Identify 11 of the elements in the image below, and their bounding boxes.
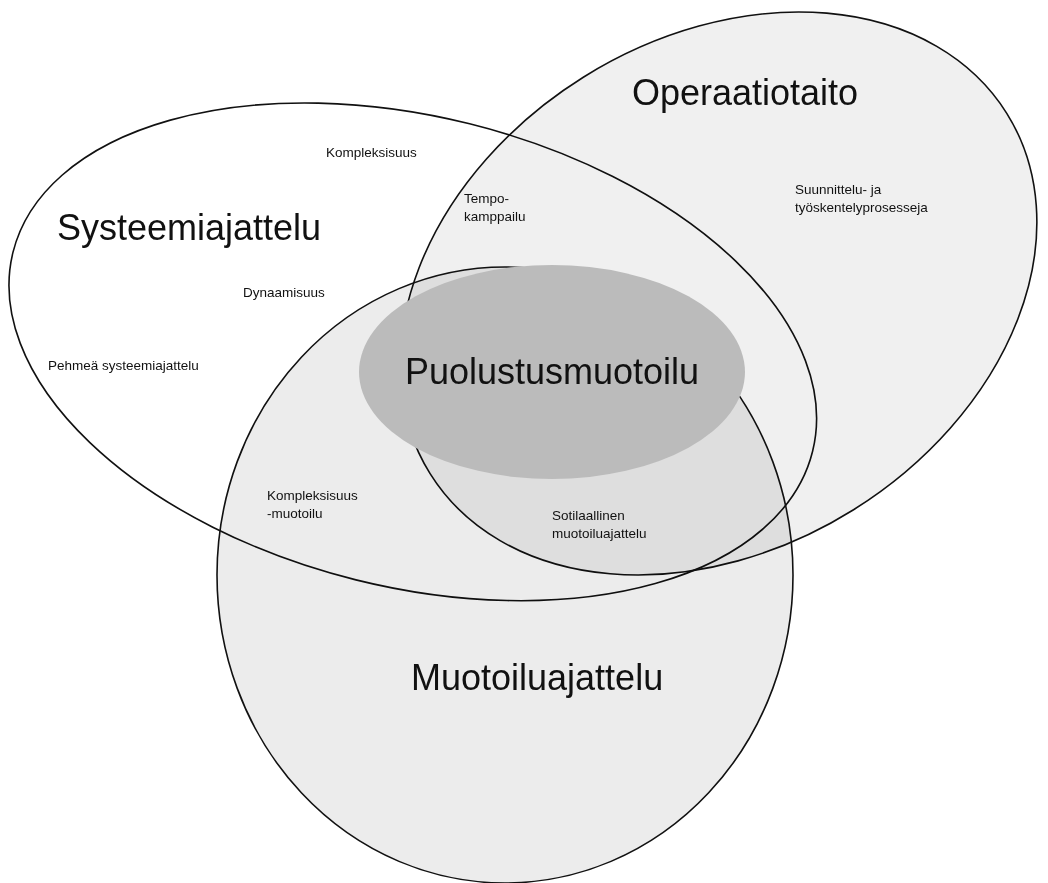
region-label: Sotilaallinen muotoiluajattelu (552, 507, 648, 543)
core-title: Puolustusmuotoilu (404, 351, 700, 393)
set-title: Operaatiotaito (632, 72, 859, 114)
region-label: Suunnittelu- ja työskentelyprosesseja (795, 181, 929, 217)
region-label: Kompleksisuus (326, 144, 418, 162)
region-label: Kompleksisuus -muotoilu (267, 487, 359, 523)
set-title: Systeemiajattelu (57, 207, 322, 249)
region-label: Dynaamisuus (243, 284, 326, 302)
region-label: Pehmeä systeemiajattelu (48, 357, 200, 375)
set-title: Muotoiluajattelu (411, 657, 664, 699)
region-label: Tempo- kamppailu (464, 190, 527, 226)
